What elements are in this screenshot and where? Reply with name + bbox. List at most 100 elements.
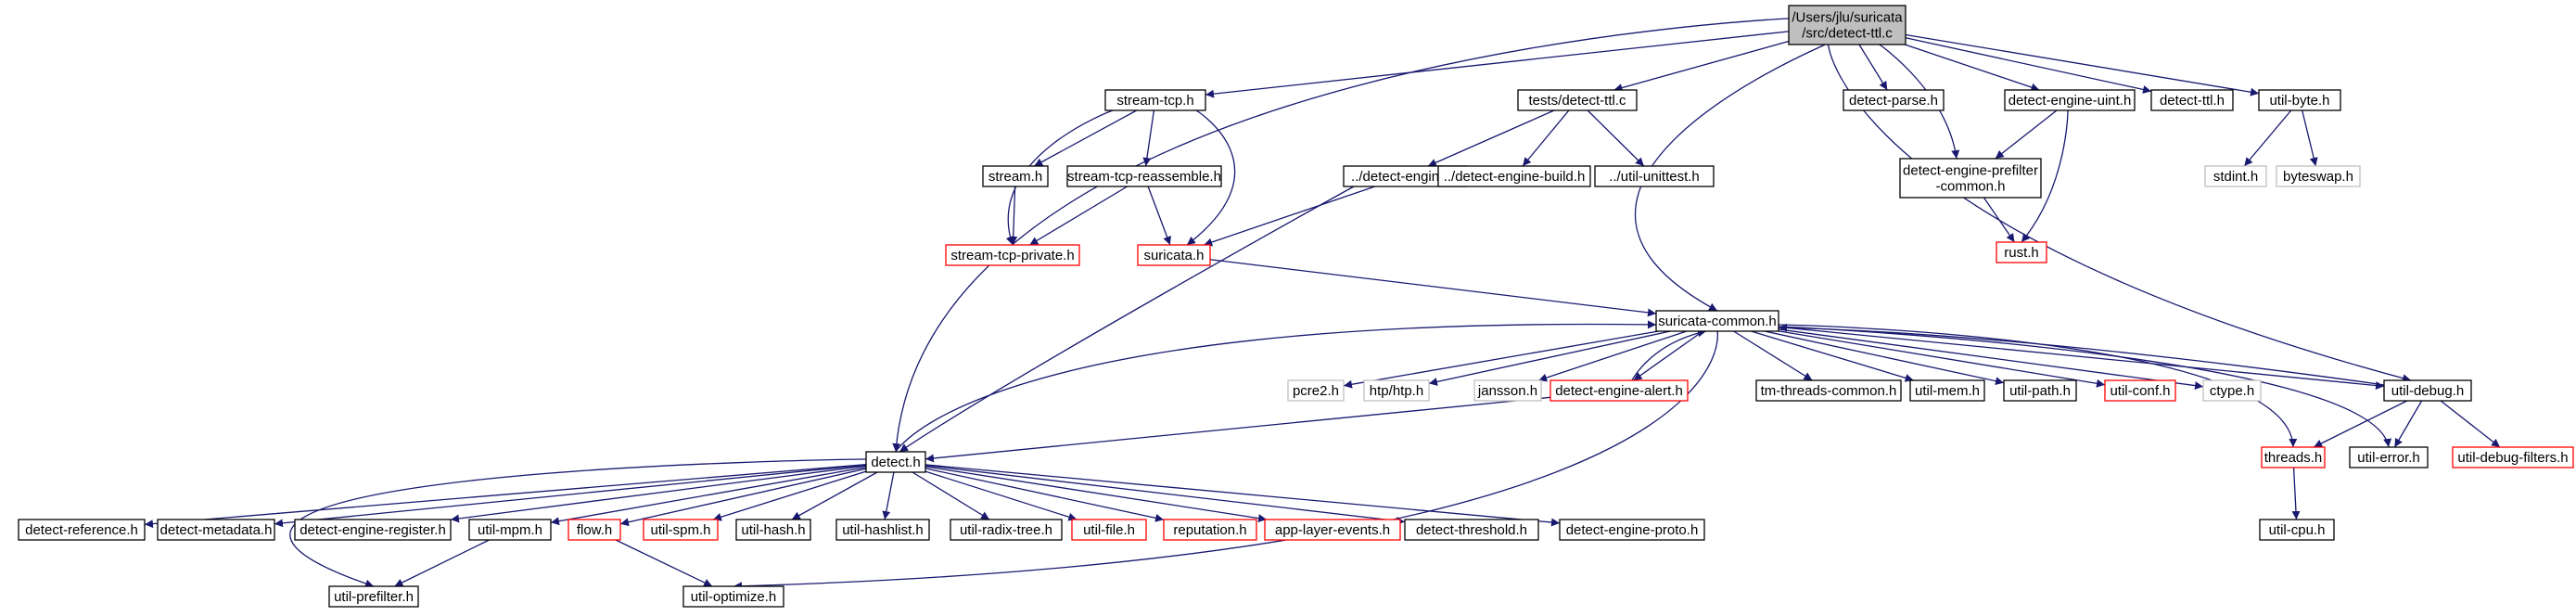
node-util-path[interactable]: util-path.h <box>2003 379 2077 402</box>
node-suricata-common[interactable]: suricata-common.h <box>1655 310 1779 332</box>
node-label: util-mem.h <box>1915 383 1980 399</box>
edge-util-byte-to-byteswap <box>2302 109 2318 167</box>
node-box <box>1655 310 1779 332</box>
edge-detect-engine-alert-to-suricata-common <box>1631 328 1707 381</box>
node-suricata-h[interactable]: suricata.h <box>1137 244 1211 266</box>
edge-detect-h-to-detect-reference <box>144 464 867 529</box>
edge-detect-h-to-reputation <box>925 468 1165 522</box>
node-util-spm[interactable]: util-spm.h <box>643 519 719 541</box>
node-util-hash[interactable]: util-hash.h <box>735 519 811 541</box>
node-box <box>1755 379 1902 402</box>
node-detect-engine-proto[interactable]: detect-engine-proto.h <box>1559 519 1705 541</box>
node-dd-util-unittest[interactable]: ../util-unittest.h <box>1594 165 1715 187</box>
node-label: util-cpu.h <box>2269 522 2326 538</box>
node-box <box>835 519 930 541</box>
node-util-file[interactable]: util-file.h <box>1071 519 1147 541</box>
edge-suricata-common-to-pcre2 <box>1343 330 1659 389</box>
node-detect-h[interactable]: detect.h <box>865 451 926 473</box>
node-detect-metadata[interactable]: detect-metadata.h <box>157 519 275 541</box>
node-label: rust.h <box>2004 245 2039 261</box>
node-stream-tcp-private[interactable]: stream-tcp-private.h <box>945 244 1080 266</box>
node-label: util-file.h <box>1083 522 1135 538</box>
node-box <box>982 165 1049 187</box>
node-dd-detect-engine[interactable]: ../detect-engine.h <box>1343 165 1467 187</box>
node-label: ../detect-engine.h <box>1351 169 1459 185</box>
node-util-mpm[interactable]: util-mpm.h <box>468 519 552 541</box>
edge-suricata-h-to-suricata-common <box>1209 259 1657 317</box>
node-label: jansson.h <box>1477 383 1537 399</box>
edge-tests-detect-ttl-to-dd-detect-engine-build <box>1522 109 1570 167</box>
node-label: threads.h <box>2264 450 2323 466</box>
node-stream-tcp[interactable]: stream-tcp.h <box>1104 89 1206 111</box>
node-box <box>2349 446 2429 468</box>
node-label: util-hashlist.h <box>842 522 924 538</box>
node-util-prefilter[interactable]: util-prefilter.h <box>328 585 419 608</box>
node-util-debug-filters[interactable]: util-debug-filters.h <box>2452 446 2574 468</box>
node-label: suricata.h <box>1143 248 1204 263</box>
node-app-layer-events[interactable]: app-layer-events.h <box>1264 519 1401 541</box>
node-box <box>328 585 419 608</box>
edge-stream-tcp-to-suricata-h <box>1186 109 1236 246</box>
edge-detect-h-to-detect-metadata <box>274 464 867 528</box>
edge-tests-detect-ttl-to-dd-detect-engine <box>1427 109 1555 167</box>
node-root[interactable]: /Users/jlu/suricata/src/detect-ttl.c <box>1788 5 1906 45</box>
node-box <box>468 519 552 541</box>
node-stream-tcp-reassemble[interactable]: stream-tcp-reassemble.h <box>1066 165 1222 187</box>
node-reputation[interactable]: reputation.h <box>1163 519 1257 541</box>
node-util-radix-tree[interactable]: util-radix-tree.h <box>950 519 1063 541</box>
node-label: byteswap.h <box>2283 169 2353 185</box>
node-box <box>2276 165 2361 187</box>
node-box <box>1594 165 1715 187</box>
node-box <box>1137 244 1211 266</box>
edge-detect-engine-uint-to-rust-h <box>2021 109 2069 243</box>
node-box <box>945 244 1080 266</box>
node-util-hashlist[interactable]: util-hashlist.h <box>835 519 930 541</box>
node-rust-h[interactable]: rust.h <box>1996 241 2047 263</box>
node-box <box>1473 379 1542 402</box>
node-util-mem[interactable]: util-mem.h <box>1909 379 1985 402</box>
node-box <box>1996 241 2047 263</box>
node-detect-engine-alert[interactable]: detect-engine-alert.h <box>1549 379 1689 402</box>
node-box <box>2383 379 2472 402</box>
node-label: htp/htp.h <box>1370 383 1423 399</box>
edge-root-to-detect-h <box>892 18 1790 453</box>
node-box <box>18 519 146 541</box>
node-box <box>2104 379 2176 402</box>
node-detect-ttl-h[interactable]: detect-ttl.h <box>2150 89 2234 111</box>
node-box <box>567 519 621 541</box>
node-util-debug[interactable]: util-debug.h <box>2383 379 2472 402</box>
node-util-conf[interactable]: util-conf.h <box>2104 379 2176 402</box>
node-dd-detect-engine-build[interactable]: ../detect-engine-build.h <box>1437 165 1591 187</box>
node-detect-engine-prefilter-common[interactable]: detect-engine-prefilter-common.h <box>1899 158 2042 199</box>
node-detect-parse[interactable]: detect-parse.h <box>1843 89 1945 111</box>
node-util-error[interactable]: util-error.h <box>2349 446 2429 468</box>
node-util-optimize[interactable]: util-optimize.h <box>682 585 784 608</box>
node-tm-threads-common[interactable]: tm-threads-common.h <box>1755 379 1902 402</box>
edge-suricata-common-to-ctype <box>1778 328 2204 391</box>
node-tests-detect-ttl[interactable]: tests/detect-ttl.c <box>1517 89 1638 111</box>
edge-detect-h-to-detect-engine-proto <box>925 464 1561 527</box>
node-detect-threshold[interactable]: detect-threshold.h <box>1404 519 1539 541</box>
node-util-cpu[interactable]: util-cpu.h <box>2259 519 2335 541</box>
node-box <box>1404 519 1539 541</box>
node-detect-engine-uint[interactable]: detect-engine-uint.h <box>2004 89 2136 111</box>
node-label: util-debug.h <box>2391 383 2464 399</box>
node-stream-h[interactable]: stream.h <box>982 165 1049 187</box>
edge-root-to-detect-ttl-h <box>1905 37 2152 94</box>
node-jansson: jansson.h <box>1473 379 1542 402</box>
node-flow-h[interactable]: flow.h <box>567 519 621 541</box>
node-util-byte[interactable]: util-byte.h <box>2258 89 2341 111</box>
edge-root-to-util-debug <box>1828 44 2412 383</box>
node-detect-reference[interactable]: detect-reference.h <box>18 519 146 541</box>
edge-detect-h-to-app-layer-events <box>925 466 1268 523</box>
node-label: /Users/jlu/suricata <box>1792 10 1903 26</box>
edge-root-to-detect-parse <box>1858 44 1888 91</box>
edge-detect-engine-prefilter-common-to-rust-h <box>1983 197 2015 243</box>
node-label: detect.h <box>871 455 920 470</box>
node-detect-engine-register[interactable]: detect-engine-register.h <box>294 519 452 541</box>
node-label: flow.h <box>577 522 612 538</box>
edge-util-mpm-to-util-prefilter <box>394 539 490 587</box>
node-box <box>1549 379 1689 402</box>
node-threads-h[interactable]: threads.h <box>2261 446 2326 468</box>
